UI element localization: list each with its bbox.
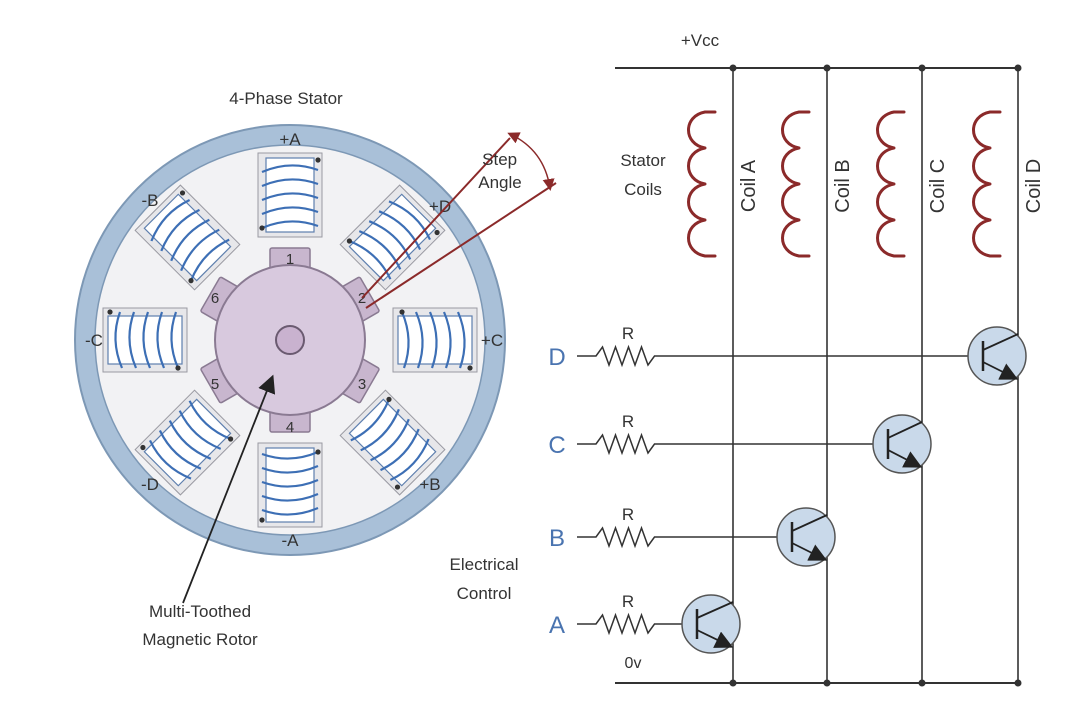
tooth-number-4: 4: [286, 419, 294, 436]
transistor: [776, 507, 836, 567]
stator-title: 4-Phase Stator: [229, 89, 343, 108]
stator-coils-label-line2: Coils: [624, 180, 662, 199]
input-label: D: [548, 344, 565, 371]
pole-label-plus-a: +A: [279, 130, 301, 149]
transistor: [872, 414, 932, 474]
coil-branch-2: Coil B: [781, 64, 854, 687]
step-angle-label: Step Angle: [478, 150, 522, 192]
resistor-label: R: [622, 324, 634, 343]
pole-label-plus-b: +B: [419, 475, 440, 494]
coil-label-1: Coil A: [738, 159, 760, 212]
coil-branch-1: Coil A: [687, 64, 760, 687]
coil-branch-3: Coil C: [876, 64, 949, 687]
input-branch-a: AR: [549, 592, 741, 654]
resistor-symbol: [577, 432, 888, 456]
input-label: C: [548, 432, 565, 459]
resistor-label: R: [622, 412, 634, 431]
inductor-symbol-4: [972, 110, 1002, 258]
stator-pole-plus-c: [392, 307, 478, 373]
pole-label-plus-d: +D: [429, 197, 451, 216]
inductor-symbol-1: [687, 110, 717, 258]
pole-label-plus-c: +C: [481, 331, 503, 350]
input-branch-c: CR: [548, 412, 932, 474]
control-label-line2: Control: [457, 584, 512, 603]
stator-pole-minus-a: [257, 442, 323, 528]
resistor-label: R: [622, 505, 634, 524]
resistor-symbol: [577, 612, 697, 636]
stator-pole-minus-d: [134, 389, 241, 496]
tooth-number-5: 5: [211, 376, 219, 393]
coil-label-2: Coil B: [832, 159, 854, 212]
pole-label-minus-b: -B: [142, 191, 159, 210]
inductor-symbol-3: [876, 110, 906, 258]
rotor-shaft: [275, 325, 305, 355]
resistor-symbol: [577, 344, 983, 368]
stator-pole-minus-b: [134, 184, 241, 291]
coil-label-3: Coil C: [927, 159, 949, 213]
vcc-label: +Vcc: [681, 31, 720, 50]
tooth-number-3: 3: [358, 376, 366, 393]
rotor: [200, 247, 380, 433]
resistor-symbol: [577, 525, 792, 549]
pole-label-minus-c: -C: [85, 331, 103, 350]
rotor-label-line1: Multi-Toothed: [149, 602, 251, 621]
coil-label-4: Coil D: [1023, 159, 1045, 213]
stator-poles: [102, 152, 478, 528]
transistor: [681, 594, 741, 654]
inductor-symbol-2: [781, 110, 811, 258]
control-label-line1: Electrical: [450, 555, 519, 574]
stator-coils-label-line1: Stator: [620, 151, 666, 170]
resistor-label: R: [622, 592, 634, 611]
tooth-number-2: 2: [358, 290, 366, 307]
rotor-label-line2: Magnetic Rotor: [142, 630, 258, 649]
input-label: B: [549, 525, 565, 552]
transistor: [967, 326, 1027, 386]
pole-label-minus-d: -D: [141, 475, 159, 494]
step-angle-line-2: [365, 182, 557, 309]
step-angle-line-1: [361, 137, 511, 299]
input-branch-b: BR: [549, 505, 836, 567]
tooth-number-6: 6: [211, 290, 219, 307]
stator-pole-plus-d: [339, 184, 446, 291]
tooth-number-1: 1: [286, 251, 294, 268]
input-label: A: [549, 612, 565, 639]
ground-label: 0v: [625, 655, 642, 672]
rotor-pointer-arrow: [182, 374, 276, 604]
input-branch-d: DR: [548, 324, 1027, 386]
stator-pole-plus-a: [257, 152, 323, 238]
step-angle-arc: [507, 132, 555, 191]
stator-pole-plus-b: [339, 389, 446, 496]
pole-label-minus-a: -A: [282, 531, 300, 550]
stator-pole-minus-c: [102, 307, 188, 373]
